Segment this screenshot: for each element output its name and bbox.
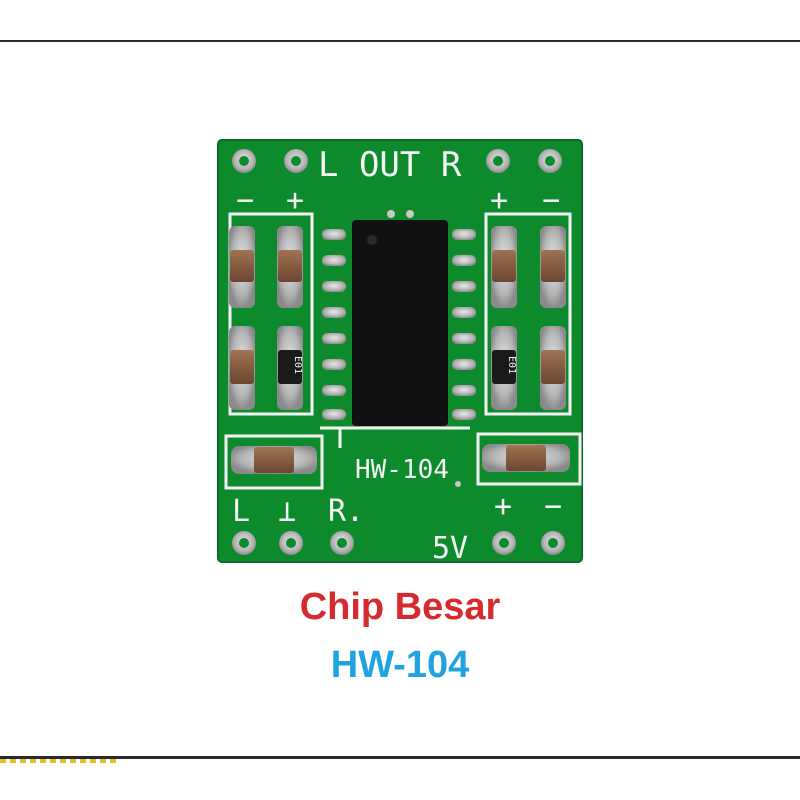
bottom-capacitors	[231, 444, 570, 474]
label-power-plus: +	[494, 489, 512, 524]
label-in-left: L	[232, 494, 250, 529]
label-out-r-minus: −	[542, 183, 560, 218]
label-power-5v: 5V	[432, 531, 468, 566]
left-components	[229, 226, 303, 410]
resistor-code-right: E01	[506, 356, 517, 374]
label-in-right: R.	[328, 494, 364, 529]
caption-title: Chip Besar	[299, 586, 501, 628]
top-border-line	[0, 40, 800, 42]
label-in-ground: ⊥	[278, 494, 296, 529]
label-power-minus: −	[544, 489, 562, 524]
amplifier-chip	[352, 220, 448, 426]
output-pads	[232, 149, 562, 173]
input-power-pads	[232, 531, 565, 555]
caption-model: HW-104	[330, 644, 470, 686]
bottom-dashed-accent	[0, 759, 120, 763]
ic-pads	[322, 229, 476, 420]
bottom-border-line	[0, 756, 800, 759]
chip-pin1-dot	[367, 235, 377, 245]
resistor-code-left: E01	[292, 356, 303, 374]
label-out-l-minus: −	[236, 183, 254, 218]
label-model-silkscreen: HW-104	[355, 455, 449, 485]
label-out-r-plus: +	[490, 183, 508, 218]
silkscreen-outlines	[224, 212, 582, 490]
right-components	[491, 226, 566, 410]
vias	[387, 210, 461, 487]
label-out: L OUT R	[318, 145, 462, 185]
label-out-l-plus: +	[286, 183, 304, 218]
